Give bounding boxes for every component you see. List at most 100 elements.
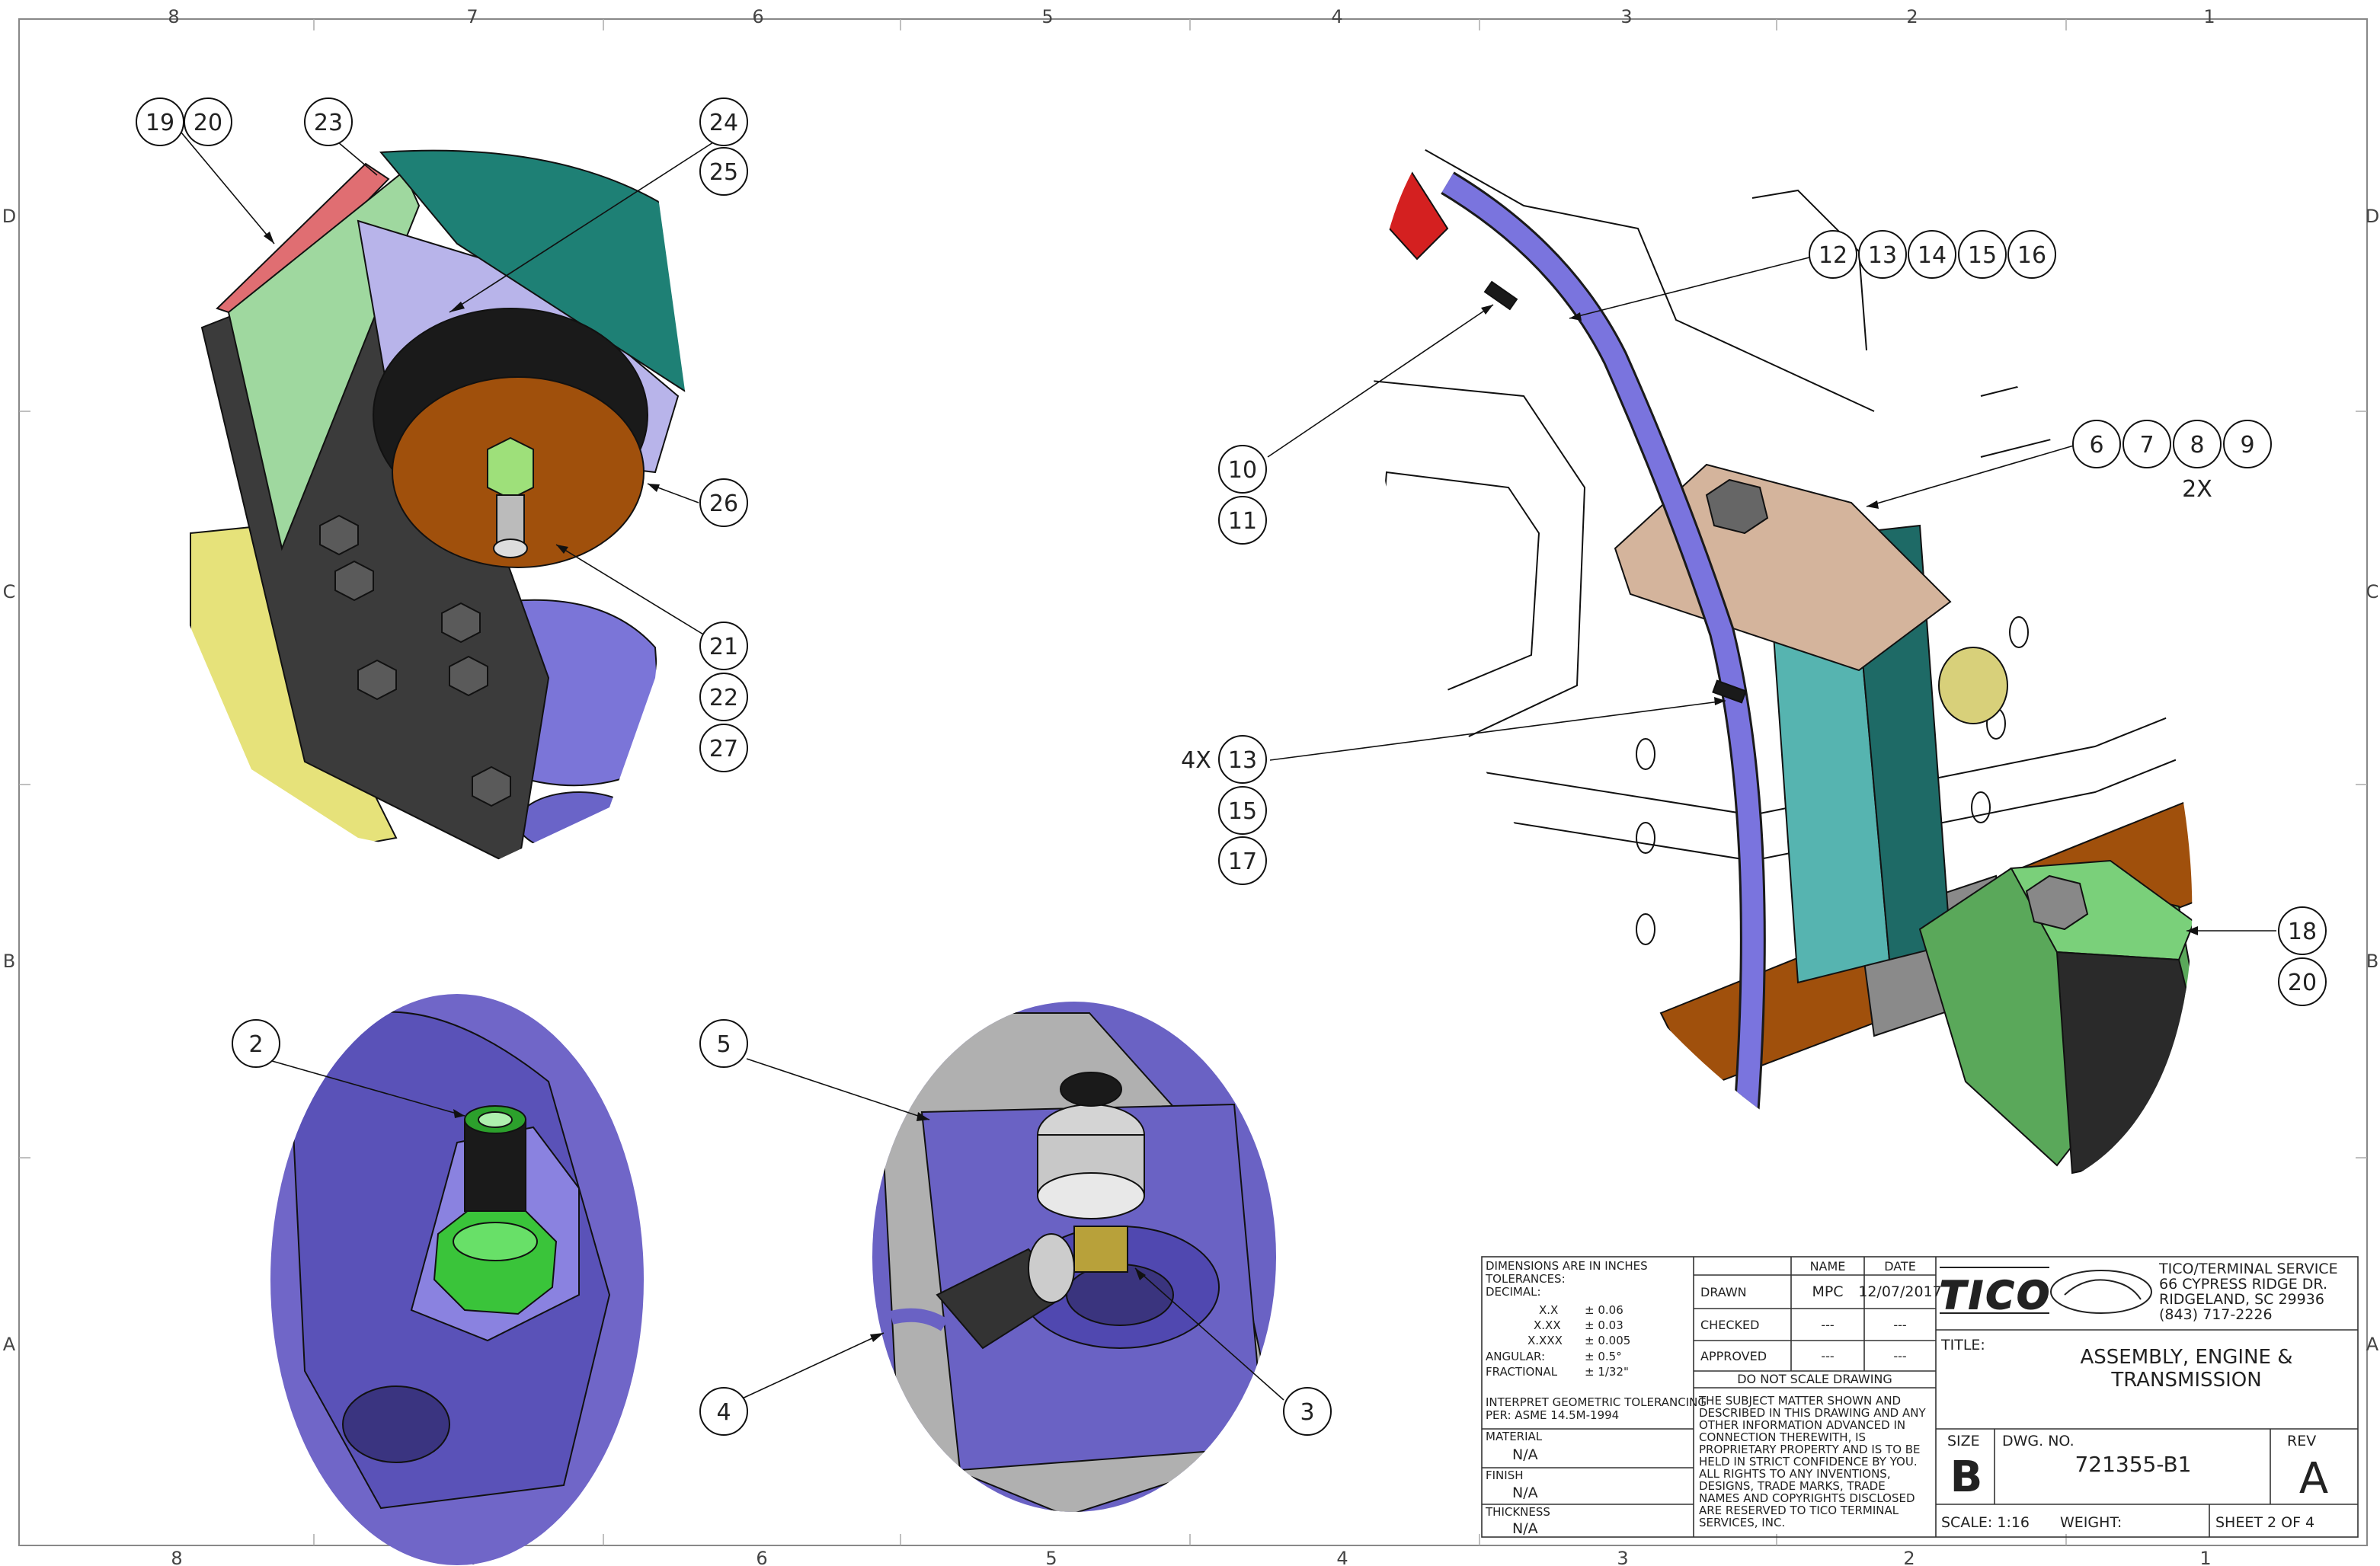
tol-xx-label: X.X — [1539, 1303, 1558, 1317]
weight-text: WEIGHT: — [2060, 1514, 2122, 1531]
tolerances-heading: TOLERANCES: — [1485, 1272, 1566, 1286]
balloon-15: 15 — [1968, 242, 1997, 269]
balloon-9: 9 — [2240, 432, 2254, 459]
balloon-2: 2 — [248, 1031, 263, 1058]
zone-row-c: C — [3, 581, 16, 602]
zone-labels-left: D C B A — [2, 206, 16, 1355]
balloon-21: 21 — [709, 634, 738, 660]
balloon-22: 22 — [709, 685, 738, 711]
zone-col-3-bottom: 3 — [1617, 1548, 1628, 1566]
drawn-name: MPC — [1812, 1283, 1843, 1300]
notice-line-9: NAMES AND COPYRIGHTS DISCLOSED — [1699, 1491, 1915, 1505]
tol-xxx-label: X.XX — [1534, 1318, 1561, 1332]
balloon-6: 6 — [2089, 432, 2103, 459]
company-address: TICO/TERMINAL SERVICE 66 CYPRESS RIDGE D… — [2158, 1261, 2338, 1323]
zone-col-6-bottom: 6 — [756, 1548, 767, 1566]
balloon-13: 13 — [1868, 242, 1897, 269]
zone-col-8: 8 — [168, 6, 179, 27]
zone-col-2: 2 — [1906, 6, 1918, 27]
company-phone: (843) 717-2226 — [2159, 1306, 2273, 1323]
angular-value: ± 0.5° — [1585, 1350, 1622, 1363]
size-value: B — [1950, 1453, 1983, 1502]
balloon-23: 23 — [314, 110, 343, 136]
balloon-7: 7 — [2139, 432, 2154, 459]
notice-line-6: HELD IN STRICT CONFIDENCE BY YOU. — [1699, 1455, 1918, 1469]
notice-line-11: SERVICES, INC. — [1699, 1516, 1785, 1529]
dwg-no-value: 721355-B1 — [2075, 1452, 2191, 1477]
zone-col-7: 7 — [466, 6, 478, 27]
balloon-20: 20 — [194, 110, 222, 136]
notice-line-10: ARE RESERVED TO TICO TERMINAL — [1699, 1504, 1899, 1517]
multiplier-4x: 4X — [1181, 747, 1211, 774]
finish-label: FINISH — [1486, 1469, 1524, 1482]
drawing-title-line-2: TRANSMISSION — [2110, 1369, 2261, 1392]
logo-wordmark: TICO — [1940, 1274, 2052, 1318]
checked-date: --- — [1893, 1318, 1906, 1332]
balloon-15b: 15 — [1228, 798, 1257, 825]
angular-label: ANGULAR: — [1486, 1350, 1545, 1363]
zone-row-d: D — [2, 206, 16, 227]
drawn-date: 12/07/2017 — [1858, 1283, 1942, 1300]
finish-value: N/A — [1512, 1485, 1538, 1501]
name-header: NAME — [1810, 1259, 1846, 1274]
zone-col-4-bottom: 4 — [1336, 1548, 1348, 1566]
decimal-heading: DECIMAL: — [1486, 1285, 1541, 1299]
zone-row-b: B — [3, 951, 15, 972]
approved-date: --- — [1893, 1349, 1906, 1363]
zone-labels-top: 8 7 6 5 4 3 2 1 — [168, 6, 2215, 27]
balloon-3: 3 — [1300, 1399, 1314, 1426]
balloon-18: 18 — [2288, 919, 2317, 945]
date-header: DATE — [1884, 1259, 1916, 1274]
balloon-5: 5 — [716, 1031, 731, 1058]
tol-xxxx-label: X.XXX — [1527, 1334, 1563, 1347]
rev-label: REV — [2287, 1433, 2316, 1449]
tol-xxxx-value: ± 0.005 — [1585, 1334, 1630, 1347]
detail-view-lower-left — [270, 994, 644, 1565]
dwg-no-label: DWG. NO. — [2002, 1433, 2075, 1449]
notice-line-8: DESIGNS, TRADE MARKS, TRADE — [1699, 1479, 1886, 1493]
fractional-value: ± 1/32" — [1585, 1365, 1629, 1379]
zone-row-c-right: C — [2366, 581, 2379, 602]
balloon-24: 24 — [709, 110, 738, 136]
leader-arrowheads — [264, 232, 2198, 1342]
zone-labels-right: D C B A — [2366, 206, 2379, 1355]
zone-col-8-bottom: 8 — [171, 1548, 182, 1566]
notice-line-7: ALL RIGHTS TO ANY INVENTIONS, — [1699, 1467, 1891, 1481]
balloon-4: 4 — [716, 1399, 731, 1426]
zone-col-5: 5 — [1041, 6, 1053, 27]
company-logo: TICO — [1939, 1267, 2152, 1318]
balloon-numbers: 19 20 23 24 25 26 21 22 27 2 5 4 3 12 13… — [146, 110, 2317, 1426]
approved-label: APPROVED — [1700, 1349, 1767, 1363]
notice-line-1: THE SUBJECT MATTER SHOWN AND — [1698, 1394, 1901, 1408]
notice-line-4: CONNECTION THEREWITH, IS — [1699, 1430, 1866, 1444]
balloon-12: 12 — [1819, 242, 1847, 269]
zone-col-1: 1 — [2203, 6, 2215, 27]
zone-col-1-bottom: 1 — [2199, 1548, 2211, 1566]
tolerance-block: DIMENSIONS ARE IN INCHES TOLERANCES: DEC… — [1485, 1259, 1707, 1537]
zone-col-6: 6 — [752, 6, 763, 27]
detail-view-lower-middle — [872, 1002, 1276, 1512]
title-label: TITLE: — [1940, 1337, 1985, 1353]
balloon-25: 25 — [709, 159, 738, 186]
main-view-right — [1234, 46, 2346, 1234]
thickness-label: THICKNESS — [1485, 1505, 1550, 1519]
balloon-10: 10 — [1228, 457, 1257, 484]
dims-units-text: DIMENSIONS ARE IN INCHES — [1486, 1259, 1648, 1273]
tol-xxx-value: ± 0.03 — [1585, 1318, 1623, 1332]
zone-col-2-bottom: 2 — [1903, 1548, 1915, 1566]
size-label: SIZE — [1947, 1433, 1980, 1449]
zone-row-d-right: D — [2366, 206, 2379, 227]
title-block — [1481, 1256, 2359, 1538]
drawing-title-line-1: ASSEMBLY, ENGINE & — [2080, 1346, 2292, 1369]
thickness-value: N/A — [1512, 1520, 1538, 1537]
balloon-26: 26 — [709, 491, 738, 517]
zone-col-5-bottom: 5 — [1045, 1548, 1057, 1566]
balloon-11: 11 — [1228, 508, 1257, 535]
balloon-27: 27 — [709, 736, 738, 762]
balloon-8: 8 — [2190, 432, 2204, 459]
notice-line-5: PROPRIETARY PROPERTY AND IS TO BE — [1699, 1443, 1921, 1456]
balloons — [136, 97, 2327, 1436]
balloon-16: 16 — [2017, 242, 2046, 269]
zone-ticks — [19, 19, 2367, 1545]
